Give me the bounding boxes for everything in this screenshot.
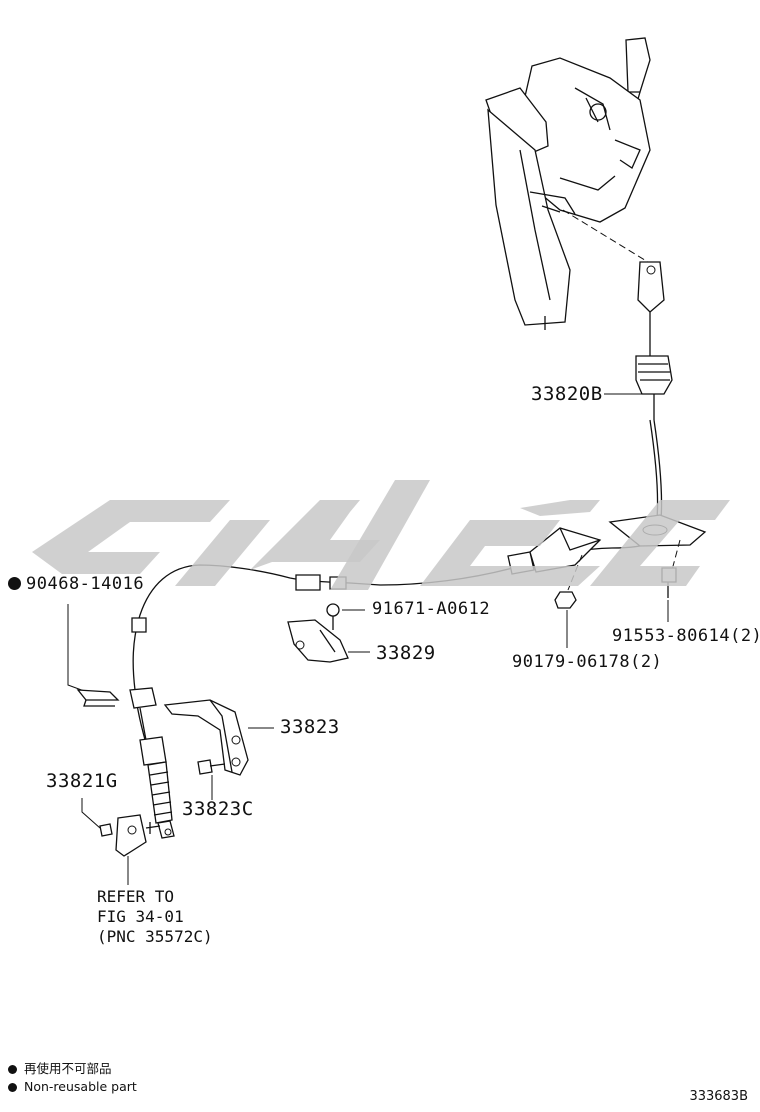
cable-lower-end [129,687,175,839]
label-nut-right: 90179-06178(2) [512,652,663,672]
bolt-upper [326,603,340,630]
label-retainer: 33821G [46,770,118,792]
bolt-lower [197,759,226,775]
label-bolt-right: 91553-80614(2) [612,626,760,646]
leader-cable-assy [604,393,654,395]
label-bracket: 33823 [280,716,340,738]
legend-chinese: 再使用不可部品 [8,1061,112,1076]
leader-dashed-lever [562,209,649,263]
label-cable-assy: 33820B [531,383,603,405]
nut-right [554,591,577,609]
clip [76,689,120,707]
legend-english-text: Non-reusable part [24,1079,137,1094]
retainer [99,814,161,857]
watermark [32,480,730,590]
legend-english: Non-reusable part [8,1079,137,1094]
label-bracket-small: 33829 [376,642,436,664]
cable-upper-end [635,261,673,420]
label-clip-text: 90468-14016 [26,574,145,594]
legend-dot-icon [8,1083,17,1092]
main-bracket [163,699,249,776]
legend-chinese-text: 再使用不可部品 [24,1061,112,1076]
non-reusable-marker-icon [8,577,21,590]
refer-note-line3: (PNC 35572C) [97,927,213,946]
label-bolt-lower: 33823C [182,798,254,820]
figure-code: 333683B [689,1089,748,1104]
label-bolt-upper: 91671-A0612 [372,599,491,619]
shift-lever-assembly [485,37,651,330]
legend-dot-icon [8,1065,17,1074]
refer-note-line2: FIG 34-01 [97,907,184,926]
small-bracket [287,619,349,663]
refer-note-line1: REFER TO [97,887,175,906]
label-clip: 90468-14016 [8,576,144,593]
